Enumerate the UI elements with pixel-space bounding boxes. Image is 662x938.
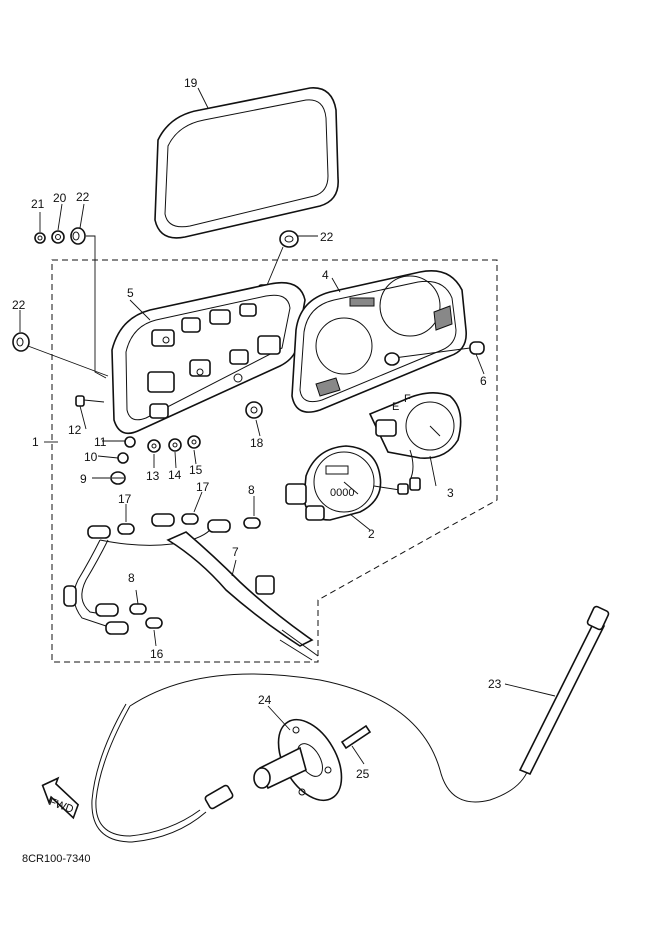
label-20: 20 <box>53 191 67 205</box>
part-13-nut <box>147 439 161 453</box>
label-6: 6 <box>480 374 487 388</box>
label-24: 24 <box>258 693 272 707</box>
label-9: 9 <box>80 472 87 486</box>
label-14: 14 <box>168 468 182 482</box>
part-19-frame-seal <box>154 87 339 239</box>
part-9-screw <box>110 471 126 485</box>
label-11: 11 <box>94 435 107 449</box>
fuel-e-label: E <box>392 401 399 413</box>
label-7: 7 <box>232 545 239 559</box>
part-11-washer <box>124 436 136 448</box>
label-19: 19 <box>184 76 198 90</box>
drawing-code: 8CR100-7340 <box>22 853 91 865</box>
label-21: 21 <box>31 197 45 211</box>
part-5-meter-case <box>111 281 306 435</box>
part-12-screw <box>75 395 105 407</box>
part-22-grommet-left <box>12 332 30 352</box>
part-3-fuel-gauge: E F <box>368 392 462 491</box>
label-18: 18 <box>250 436 264 450</box>
part-18-grommet <box>245 401 263 419</box>
part-25-shaft <box>340 724 372 750</box>
part-10-washer <box>117 452 129 464</box>
speedo-odometer: 0000 <box>330 487 354 499</box>
part-24-gear-unit <box>253 718 343 802</box>
label-3: 3 <box>447 486 454 500</box>
label-5: 5 <box>127 286 134 300</box>
label-15: 15 <box>189 463 203 477</box>
part-7-wire-harness <box>63 513 319 661</box>
part-20-nut <box>51 230 65 244</box>
label-22-top: 22 <box>76 190 90 204</box>
part-15-nut <box>187 435 201 449</box>
part-22-grommet-right <box>279 230 299 248</box>
assembly-boundary <box>51 259 498 663</box>
label-16: 16 <box>150 647 164 661</box>
part-8-bulb-b <box>129 603 147 615</box>
label-2: 2 <box>368 527 375 541</box>
part-22-grommet-top <box>70 227 86 245</box>
part-21-washer <box>34 232 46 244</box>
label-13: 13 <box>146 469 160 483</box>
part-14-nut <box>168 438 182 452</box>
part-17-bulb-a <box>117 523 135 535</box>
label-4: 4 <box>322 268 329 282</box>
fwd-arrow: FWD <box>41 776 80 820</box>
part-6-bulb <box>384 341 485 366</box>
fuel-f-label: F <box>404 393 411 405</box>
label-8-a: 8 <box>248 483 255 497</box>
label-22-right: 22 <box>320 230 334 244</box>
part-2-speedometer: 0000 <box>285 445 409 521</box>
label-1: 1 <box>32 435 39 449</box>
label-25: 25 <box>356 767 370 781</box>
label-8-b: 8 <box>128 571 135 585</box>
label-22-left: 22 <box>12 298 26 312</box>
label-10: 10 <box>84 450 98 464</box>
label-23: 23 <box>488 677 502 691</box>
part-16-bulb <box>145 617 163 629</box>
part-8-bulb-a <box>243 517 261 529</box>
part-4-meter-panel <box>291 270 467 413</box>
label-12: 12 <box>68 423 82 437</box>
label-17-b: 17 <box>196 480 210 494</box>
part-23-speedo-cable <box>91 605 610 843</box>
part-17-bulb-b <box>181 513 199 525</box>
label-17-a: 17 <box>118 492 132 506</box>
